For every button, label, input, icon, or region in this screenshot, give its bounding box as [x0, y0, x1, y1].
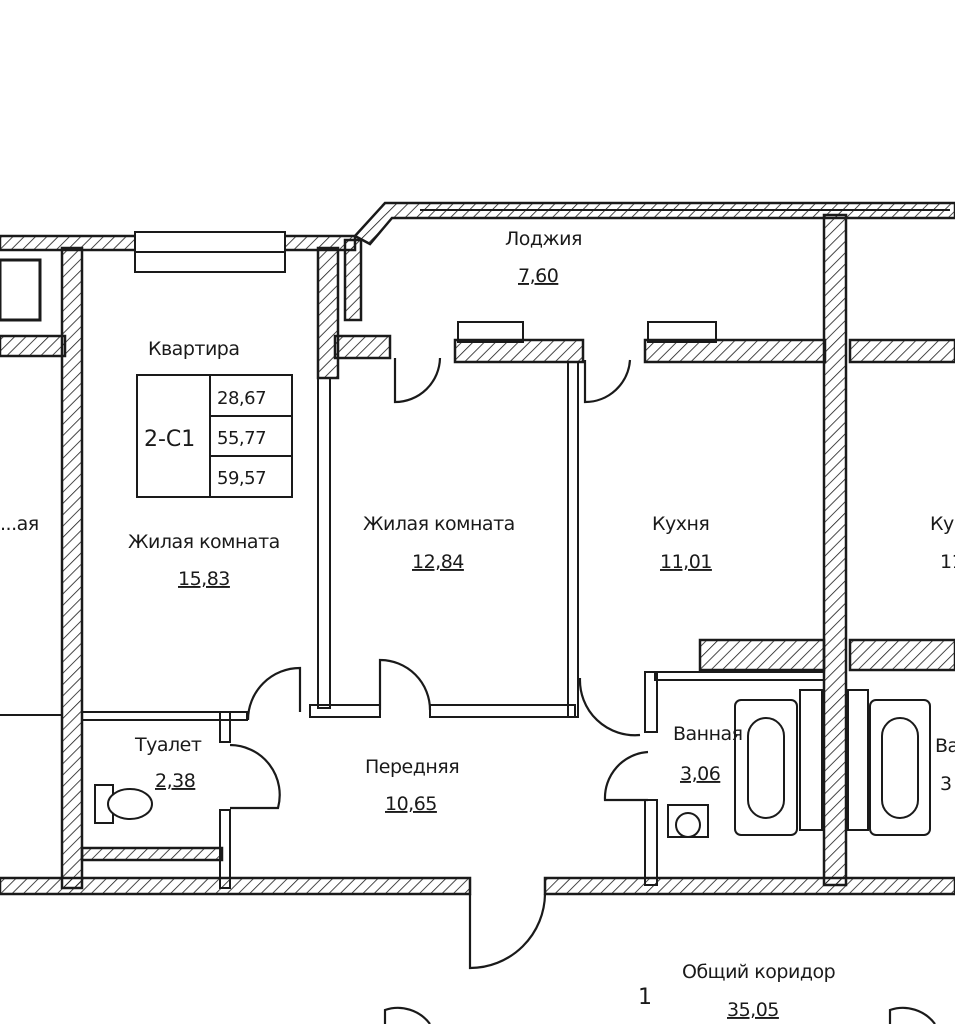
bath-area: 3,06: [680, 763, 720, 785]
doors: [229, 357, 936, 1024]
loggia-outer-wall: [343, 201, 955, 322]
living2-name: Жилая комната: [363, 513, 515, 535]
apartment-area-living: 28,67: [217, 388, 266, 409]
hall-name: Передняя: [365, 756, 459, 778]
corridor-name: Общий коридор: [682, 961, 836, 983]
living2-walls: [309, 361, 579, 718]
neighbor-left-room-name: ...ая: [0, 513, 39, 535]
living1-name: Жилая комната: [128, 531, 280, 553]
corridor-marker: 1: [638, 985, 652, 1010]
toilet-walls: [80, 711, 248, 889]
living2-area: 12,84: [412, 551, 464, 573]
neighbor-left-storage: [0, 258, 67, 358]
wall-living1-right-lower: [317, 377, 331, 709]
exterior-wall-top-left: [0, 231, 357, 273]
kitchen-area: 11,01: [660, 551, 712, 573]
apartment-heading: Квартира: [148, 338, 240, 360]
loggia-area: 7,60: [518, 265, 558, 287]
wall-left-vertical: [60, 246, 84, 890]
corridor-wall: [0, 876, 955, 896]
bathtub-icon: [734, 699, 798, 836]
bath-name: Ванная: [673, 723, 743, 745]
kitchen-name: Кухня: [652, 513, 709, 535]
neighbor-right-kitchen-area: 11: [940, 551, 955, 573]
toilet-icon: [94, 784, 153, 824]
loggia-name: Лоджия: [505, 228, 582, 250]
hall-area: 10,65: [385, 793, 437, 815]
apartment-area-with-loggia: 59,57: [217, 468, 266, 489]
neighbor-right-bath-name: Ва: [935, 735, 955, 757]
apartment-code: 2-С1: [144, 427, 195, 452]
loggia-inner-wall: [333, 321, 955, 364]
living1-area: 15,83: [178, 568, 230, 590]
apartment-info-table: [136, 374, 293, 498]
toilet-name: Туалет: [134, 734, 202, 756]
neighbor-right-kitchen-name: Ку: [930, 513, 954, 535]
wall-right-vertical: [822, 213, 848, 887]
neighbor-right-bath-area: 3: [940, 773, 952, 795]
ventilation-shaft: [799, 689, 869, 831]
sink-icon: [667, 804, 709, 838]
bathtub-neighbor-icon: [869, 699, 931, 836]
toilet-area: 2,38: [155, 770, 195, 792]
corridor-area: 35,05: [727, 999, 779, 1021]
apartment-area-total: 55,77: [217, 428, 266, 449]
